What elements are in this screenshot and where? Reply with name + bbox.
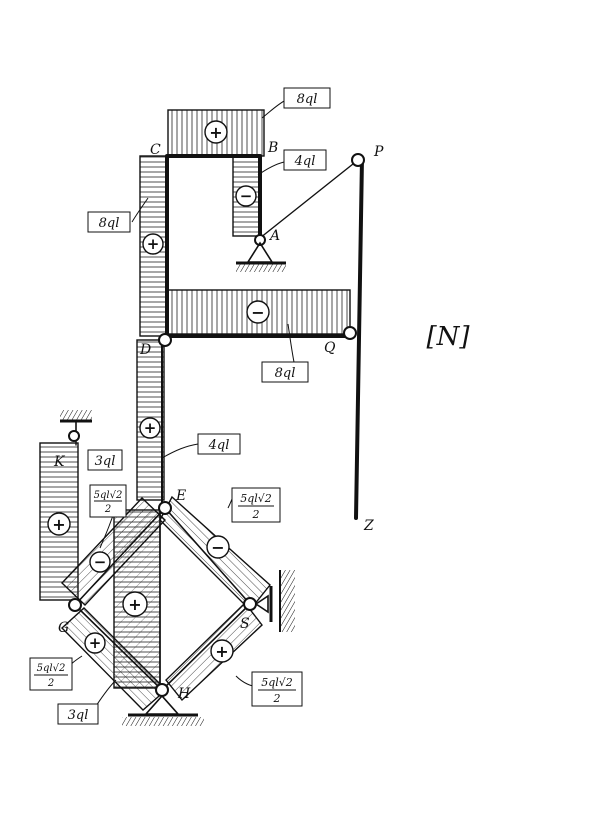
label-e: E — [175, 488, 186, 504]
sign-eh-column: + — [128, 595, 141, 614]
sign-fh-brace: + — [215, 642, 228, 661]
sign-gh-brace: + — [89, 634, 102, 652]
support-k — [60, 410, 92, 431]
label-s: S — [240, 616, 250, 632]
hinge-d — [158, 333, 172, 347]
label-c: C — [150, 142, 161, 158]
support-f — [255, 570, 295, 632]
support-a — [236, 241, 286, 272]
units-label: [N] — [426, 322, 470, 352]
value-dq-bar: 8ql — [275, 366, 296, 381]
value-callouts: 8ql 4ql 8ql 8ql 4ql 3ql 5ql√2 2 5ql√2 2 — [29, 87, 331, 725]
sign-cd-column: + — [147, 235, 160, 253]
label-h: H — [177, 686, 191, 702]
label-k: K — [53, 454, 66, 470]
frame-structure — [74, 154, 364, 691]
value-ef-brace-den: 2 — [252, 508, 260, 521]
value-fh-brace-den: 2 — [273, 692, 281, 705]
hinge-h — [155, 683, 169, 697]
sign-k-column: + — [52, 515, 65, 534]
label-a: A — [268, 228, 280, 244]
value-top-bar: 8ql — [297, 92, 318, 107]
label-b: B — [267, 140, 278, 156]
value-eh-column: 3ql — [68, 708, 89, 723]
hinge-e — [158, 501, 172, 515]
value-gh-brace-den: 2 — [47, 678, 54, 689]
point-labels: C B A P D Q K E G S H Z — [53, 140, 384, 702]
value-gh-brace-num: 5ql√2 — [37, 663, 66, 674]
hinge-f — [243, 597, 257, 611]
hinge-p — [351, 153, 365, 167]
sign-top-bar: + — [209, 123, 222, 142]
sign-ge-brace: − — [94, 553, 107, 571]
hinge-g — [68, 598, 82, 612]
value-ba-column: 4ql — [294, 154, 316, 169]
units-text: [N] — [426, 322, 470, 352]
hinge-q — [343, 326, 357, 340]
sign-de-column: + — [144, 419, 157, 437]
diagram-dq-bar: − — [165, 289, 351, 335]
label-q: Q — [324, 340, 336, 356]
diagram-fh-brace: + — [165, 601, 263, 702]
hinge-a — [254, 234, 266, 246]
label-d: D — [139, 342, 151, 358]
sign-ef-brace: − — [211, 538, 224, 557]
sign-dq-bar: − — [251, 303, 264, 322]
diagram-gh-brace: + — [60, 607, 168, 711]
value-ge-brace-den: 2 — [104, 504, 111, 515]
diagram-cd-column: + — [139, 155, 168, 337]
label-z: Z — [363, 518, 374, 534]
value-fh-brace-num: 5ql√2 — [261, 676, 293, 689]
diagram-de-column: + — [136, 339, 165, 501]
diagram-top-bar: + — [167, 109, 265, 157]
diagram-ge-brace: − — [61, 497, 166, 606]
value-ef-brace-num: 5ql√2 — [240, 492, 272, 505]
value-de-column: 4ql — [208, 438, 230, 453]
sign-ba-column: − — [240, 187, 253, 205]
label-p: P — [373, 144, 384, 160]
hinges — [68, 153, 365, 697]
value-ge-brace-num: 5ql√2 — [94, 490, 123, 501]
label-g: G — [58, 620, 69, 636]
hinge-k — [68, 430, 80, 442]
value-k-column: 3ql — [95, 454, 116, 469]
diagram-ba-column: − — [232, 155, 261, 237]
value-cd-column: 8ql — [99, 216, 120, 231]
support-h — [122, 694, 204, 726]
